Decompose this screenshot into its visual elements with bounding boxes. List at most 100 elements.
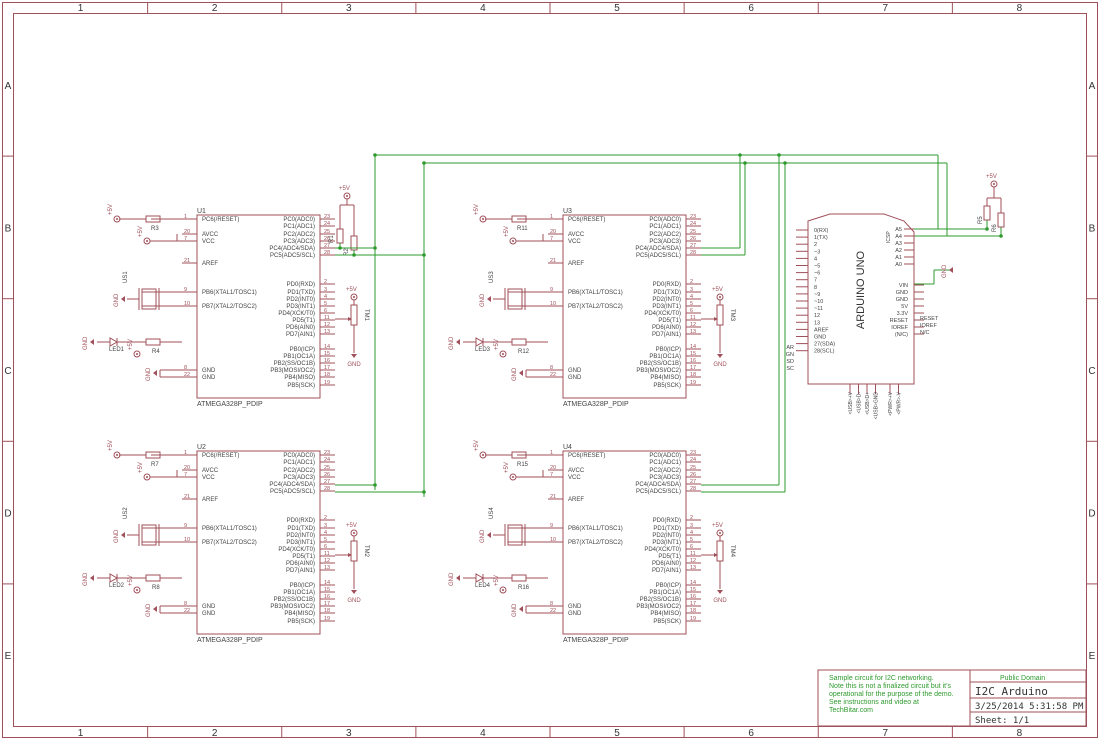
pin-label: PC6(/RESET) xyxy=(568,217,605,223)
pin-label: PB2(SS/OC1B) xyxy=(274,361,315,367)
pin-number: 22 xyxy=(550,372,556,378)
pot-arrow xyxy=(714,553,718,557)
chip-name: ATMEGA328P_PDIP xyxy=(563,401,629,408)
pin-label: PB6(XTAL1/TOSC1) xyxy=(202,526,257,532)
vcc-center xyxy=(136,589,138,591)
pin-number: 8 xyxy=(550,601,553,607)
gnd-symbol: GND xyxy=(114,293,125,307)
led-ref: LED2 xyxy=(109,583,125,589)
gnd-triangle xyxy=(153,606,157,612)
vcc-center xyxy=(146,476,148,478)
arduino-bottom-label: <USB>D- xyxy=(857,392,863,414)
chip-name: ATMEGA328P_PDIP xyxy=(197,401,263,408)
arduino-pin-label: ~6 xyxy=(814,271,820,277)
arduino-pin-label: A4 xyxy=(895,234,902,240)
pin-number: 16 xyxy=(324,594,330,600)
resistor-body xyxy=(997,212,1005,228)
vcc-ring xyxy=(479,451,487,459)
pin-label: PB7(XTAL2/TOSC2) xyxy=(202,540,257,546)
arduino-bottom-label: <USB>+V xyxy=(848,391,854,414)
gnd-triangle xyxy=(456,575,460,581)
pin-label: PB3(MOSI/OC2) xyxy=(270,604,315,610)
arduino-bottom-label: <PWR>+V xyxy=(888,391,894,415)
column-label-top: 2 xyxy=(212,3,218,14)
pin-number: 12 xyxy=(324,322,330,328)
pin-number: 22 xyxy=(184,608,190,614)
pin-label: PD2(INT0) xyxy=(286,297,315,303)
pin-number: 24 xyxy=(690,221,696,227)
gnd-triangle xyxy=(90,575,94,581)
pin-number: 28 xyxy=(324,250,330,256)
pin-label: PC3(ADC3) xyxy=(283,475,315,481)
led-body xyxy=(475,337,485,347)
pin-number: 10 xyxy=(184,301,190,307)
arduino-pin-label: ~11 xyxy=(814,306,823,312)
vcc-ring xyxy=(509,473,517,481)
pin-number: 20 xyxy=(550,465,556,471)
pin-label: PB2(SS/OC1B) xyxy=(640,361,681,367)
gnd-symbol: GND xyxy=(114,529,125,543)
pin-number: 7 xyxy=(184,472,187,478)
pin-number: 14 xyxy=(324,580,330,586)
pin-number: 25 xyxy=(324,465,330,471)
title-date: 3/25/2014 5:31:58 PM xyxy=(975,702,1084,712)
pin-number: 4 xyxy=(324,294,327,300)
arduino-pin-label: AREF xyxy=(814,327,829,333)
pin-number: 12 xyxy=(690,322,696,328)
pin-number: 23 xyxy=(690,450,696,456)
gnd-symbol: GND xyxy=(449,336,460,350)
pin-number: 23 xyxy=(690,214,696,220)
arduino-pin-label: A0 xyxy=(895,262,902,268)
gnd-triangle xyxy=(949,267,953,273)
vcc-ring xyxy=(350,529,358,537)
vcc-center xyxy=(502,353,504,355)
gnd-triangle xyxy=(487,532,491,538)
row-label-left: B xyxy=(5,223,12,234)
pin-label: VCC xyxy=(568,239,581,245)
column-label-bottom: 6 xyxy=(748,728,754,739)
column-label-top: 7 xyxy=(883,3,889,14)
arduino-bottom-label: <USB>D+ xyxy=(865,392,871,415)
vcc-center xyxy=(136,353,138,355)
pot-ref: TM4 xyxy=(729,545,735,558)
chip-ref: U3 xyxy=(563,208,572,215)
junction-dot xyxy=(783,161,787,165)
pin-number: 6 xyxy=(324,544,327,550)
pin-label: PD3(INT1) xyxy=(286,540,315,546)
pin-label: PD7(AIN1) xyxy=(286,568,315,574)
pin-label: PB4(MISO) xyxy=(650,375,681,381)
pin-number: 18 xyxy=(324,372,330,378)
pin-label: PD5(T1) xyxy=(658,318,681,324)
pin-label: VCC xyxy=(202,239,215,245)
pin-number: 8 xyxy=(184,601,187,607)
pin-number: 28 xyxy=(690,486,696,492)
pin-label: GND xyxy=(202,604,216,610)
pin-label: AREF xyxy=(568,497,584,503)
gnd-label: GND xyxy=(83,572,89,586)
arduino-pin-label: GND xyxy=(896,290,908,296)
pin-label: PB4(MISO) xyxy=(284,375,315,381)
column-label-top: 4 xyxy=(480,3,486,14)
gnd-symbol: GND xyxy=(449,572,460,586)
gnd-label: GND xyxy=(449,336,455,350)
column-label-top: 5 xyxy=(614,3,620,14)
vcc-label: +5V xyxy=(346,523,357,529)
gnd-label: GND xyxy=(114,529,120,543)
pin-label: PB7(XTAL2/TOSC2) xyxy=(202,304,257,310)
pin-number: 4 xyxy=(690,294,693,300)
column-label-bottom: 7 xyxy=(883,728,889,739)
pin-label: PC0(ADC0) xyxy=(283,453,315,459)
pin-label: PC2(ADC2) xyxy=(283,232,315,238)
pin-label: PD1(TXD) xyxy=(287,290,315,296)
vcc-label: +5V xyxy=(986,174,997,180)
vcc-center xyxy=(353,532,355,534)
vcc-ring xyxy=(133,350,141,358)
pin-label: PB5(SCK) xyxy=(287,383,315,389)
junction-dot xyxy=(338,246,342,250)
pin-label: PD5(T1) xyxy=(292,318,315,324)
pin-label: PC5(ADC5/SCL) xyxy=(270,489,315,495)
arduino-pin-label: ~5 xyxy=(814,264,820,270)
pin-number: 2 xyxy=(324,279,327,285)
pin-label: PB6(XTAL1/TOSC1) xyxy=(568,290,623,296)
